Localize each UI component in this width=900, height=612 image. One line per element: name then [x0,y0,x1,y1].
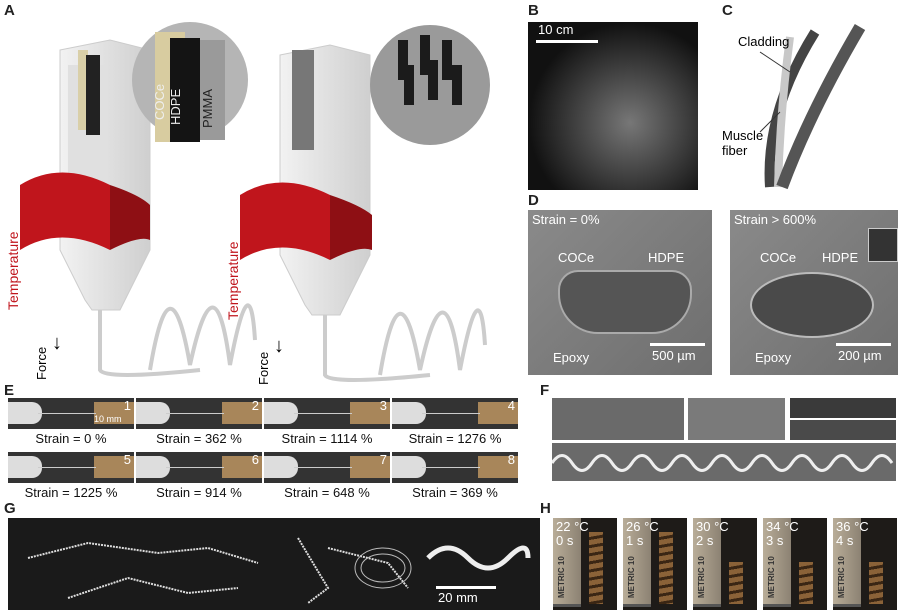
strain-caption: Strain = 1276 % [408,431,502,446]
coce-label: COCe [558,250,595,265]
hdpe-label: HDPE [648,250,685,265]
strain-label: Strain = 0% [532,212,600,227]
time-label: 1 s [626,533,644,548]
panel-label-g: G [4,500,16,517]
hdpe-label: HDPE [822,250,859,265]
frame-number: 2 [251,398,259,413]
panel-label-h: H [540,500,551,517]
coiled-fiber [659,532,673,604]
layer-label-hdpe: HDPE [168,88,183,125]
frame-number: 1 [123,398,131,413]
strain-caption: Strain = 914 % [156,485,242,500]
sem-image-unstrained: Strain = 0% COCe HDPE Epoxy 500 µm [528,210,712,375]
strain-caption: Strain = 362 % [156,431,242,446]
frame-number: 6 [251,452,259,467]
strain-caption: Strain = 648 % [284,485,370,500]
scale-label: 200 µm [838,348,882,363]
panel-label-f: F [540,382,550,399]
scale-bar [536,40,598,43]
frame-number: 4 [507,398,515,413]
coce-label: COCe [760,250,797,265]
scale-label: 10 cm [538,22,574,37]
stretch-frame-7: 7 [264,452,390,483]
force-arrow-icon: ↓ [274,335,284,357]
panel-label-c: C [722,2,733,19]
panel-label-b: B [528,2,539,19]
temperature-label: 22 °C [556,519,589,534]
sem-single-coil [688,398,785,440]
sem-coiled-fiber-strip [552,443,896,481]
stretch-frame-5: 5 [8,452,134,483]
fiber-schematic [759,23,866,190]
strain-caption: Strain = 1225 % [24,485,118,500]
coiled-fiber [589,532,603,604]
layer-label-pmma: PMMA [200,89,215,128]
epoxy-label: Epoxy [755,350,792,365]
stretch-frame-8: 8 [392,452,518,483]
muscle-fiber-label: Muscle fiber [722,128,764,158]
panel-label-e: E [4,382,15,399]
time-label: 4 s [836,533,854,548]
stretch-frame-4: 4 [392,398,518,429]
temperature-label: 36 °C [836,519,869,534]
heater-right [240,182,330,260]
stretch-frame-3: 3 [264,398,390,429]
fiber-bundle-photo: 10 cm [528,22,698,190]
ruler-label: METRIC 10 [767,556,776,598]
temperature-label: 34 °C [766,519,799,534]
time-label: 0 s [556,533,574,548]
time-label: 3 s [766,533,784,548]
stretch-frame-6: 6 [136,452,262,483]
frame-number: 3 [379,398,387,413]
preform-drawing-illustration [20,22,490,382]
frame-number: 5 [123,452,131,467]
force-arrow-icon: ↓ [52,332,62,354]
sem-fiber-network [552,398,684,440]
scale-label: 500 µm [652,348,696,363]
temperature-label-left: Temperature [5,231,21,310]
epoxy-label: Epoxy [553,350,590,365]
stretch-frame-2: 2 [136,398,262,429]
coiled-fiber [729,562,743,604]
sem-coil-closeup-top [790,398,896,418]
ruler-label: METRIC 10 [697,556,706,598]
layer-label-coce: COCe [152,83,167,120]
panel-label-a: A [4,2,15,19]
coiled-fiber [869,562,883,604]
frame-number: 7 [379,452,387,467]
coiled-fiber [799,562,813,604]
time-label: 2 s [696,533,714,548]
strain-label: Strain > 600% [734,212,817,227]
force-label-right: Force [256,351,271,385]
cladding-label: Cladding [738,34,790,49]
ruler-label: METRIC 10 [837,556,846,598]
scale-label: 10 mm [94,414,122,424]
ruler-label: METRIC 10 [627,556,636,598]
strain-caption: Strain = 369 % [412,485,498,500]
sem-image-strained: Strain > 600% COCe HDPE Epoxy 200 µm [730,210,898,375]
frame-number: 8 [507,452,515,467]
panel-label-d: D [528,192,539,209]
scale-label: 20 mm [438,590,478,605]
coiled-fibers-photo: 20 mm [8,518,540,610]
ruler-label: METRIC 10 [557,556,566,598]
scale-bar [436,586,496,589]
heater-left [20,172,110,250]
force-label-left: Force [34,346,49,380]
sem-coil-closeup-bottom [790,420,896,440]
temperature-label: 26 °C [626,519,659,534]
temperature-label-right: Temperature [225,241,241,320]
temperature-label: 30 °C [696,519,729,534]
strain-caption: Strain = 1114 % [281,431,373,446]
strain-caption: Strain = 0 % [35,431,107,446]
